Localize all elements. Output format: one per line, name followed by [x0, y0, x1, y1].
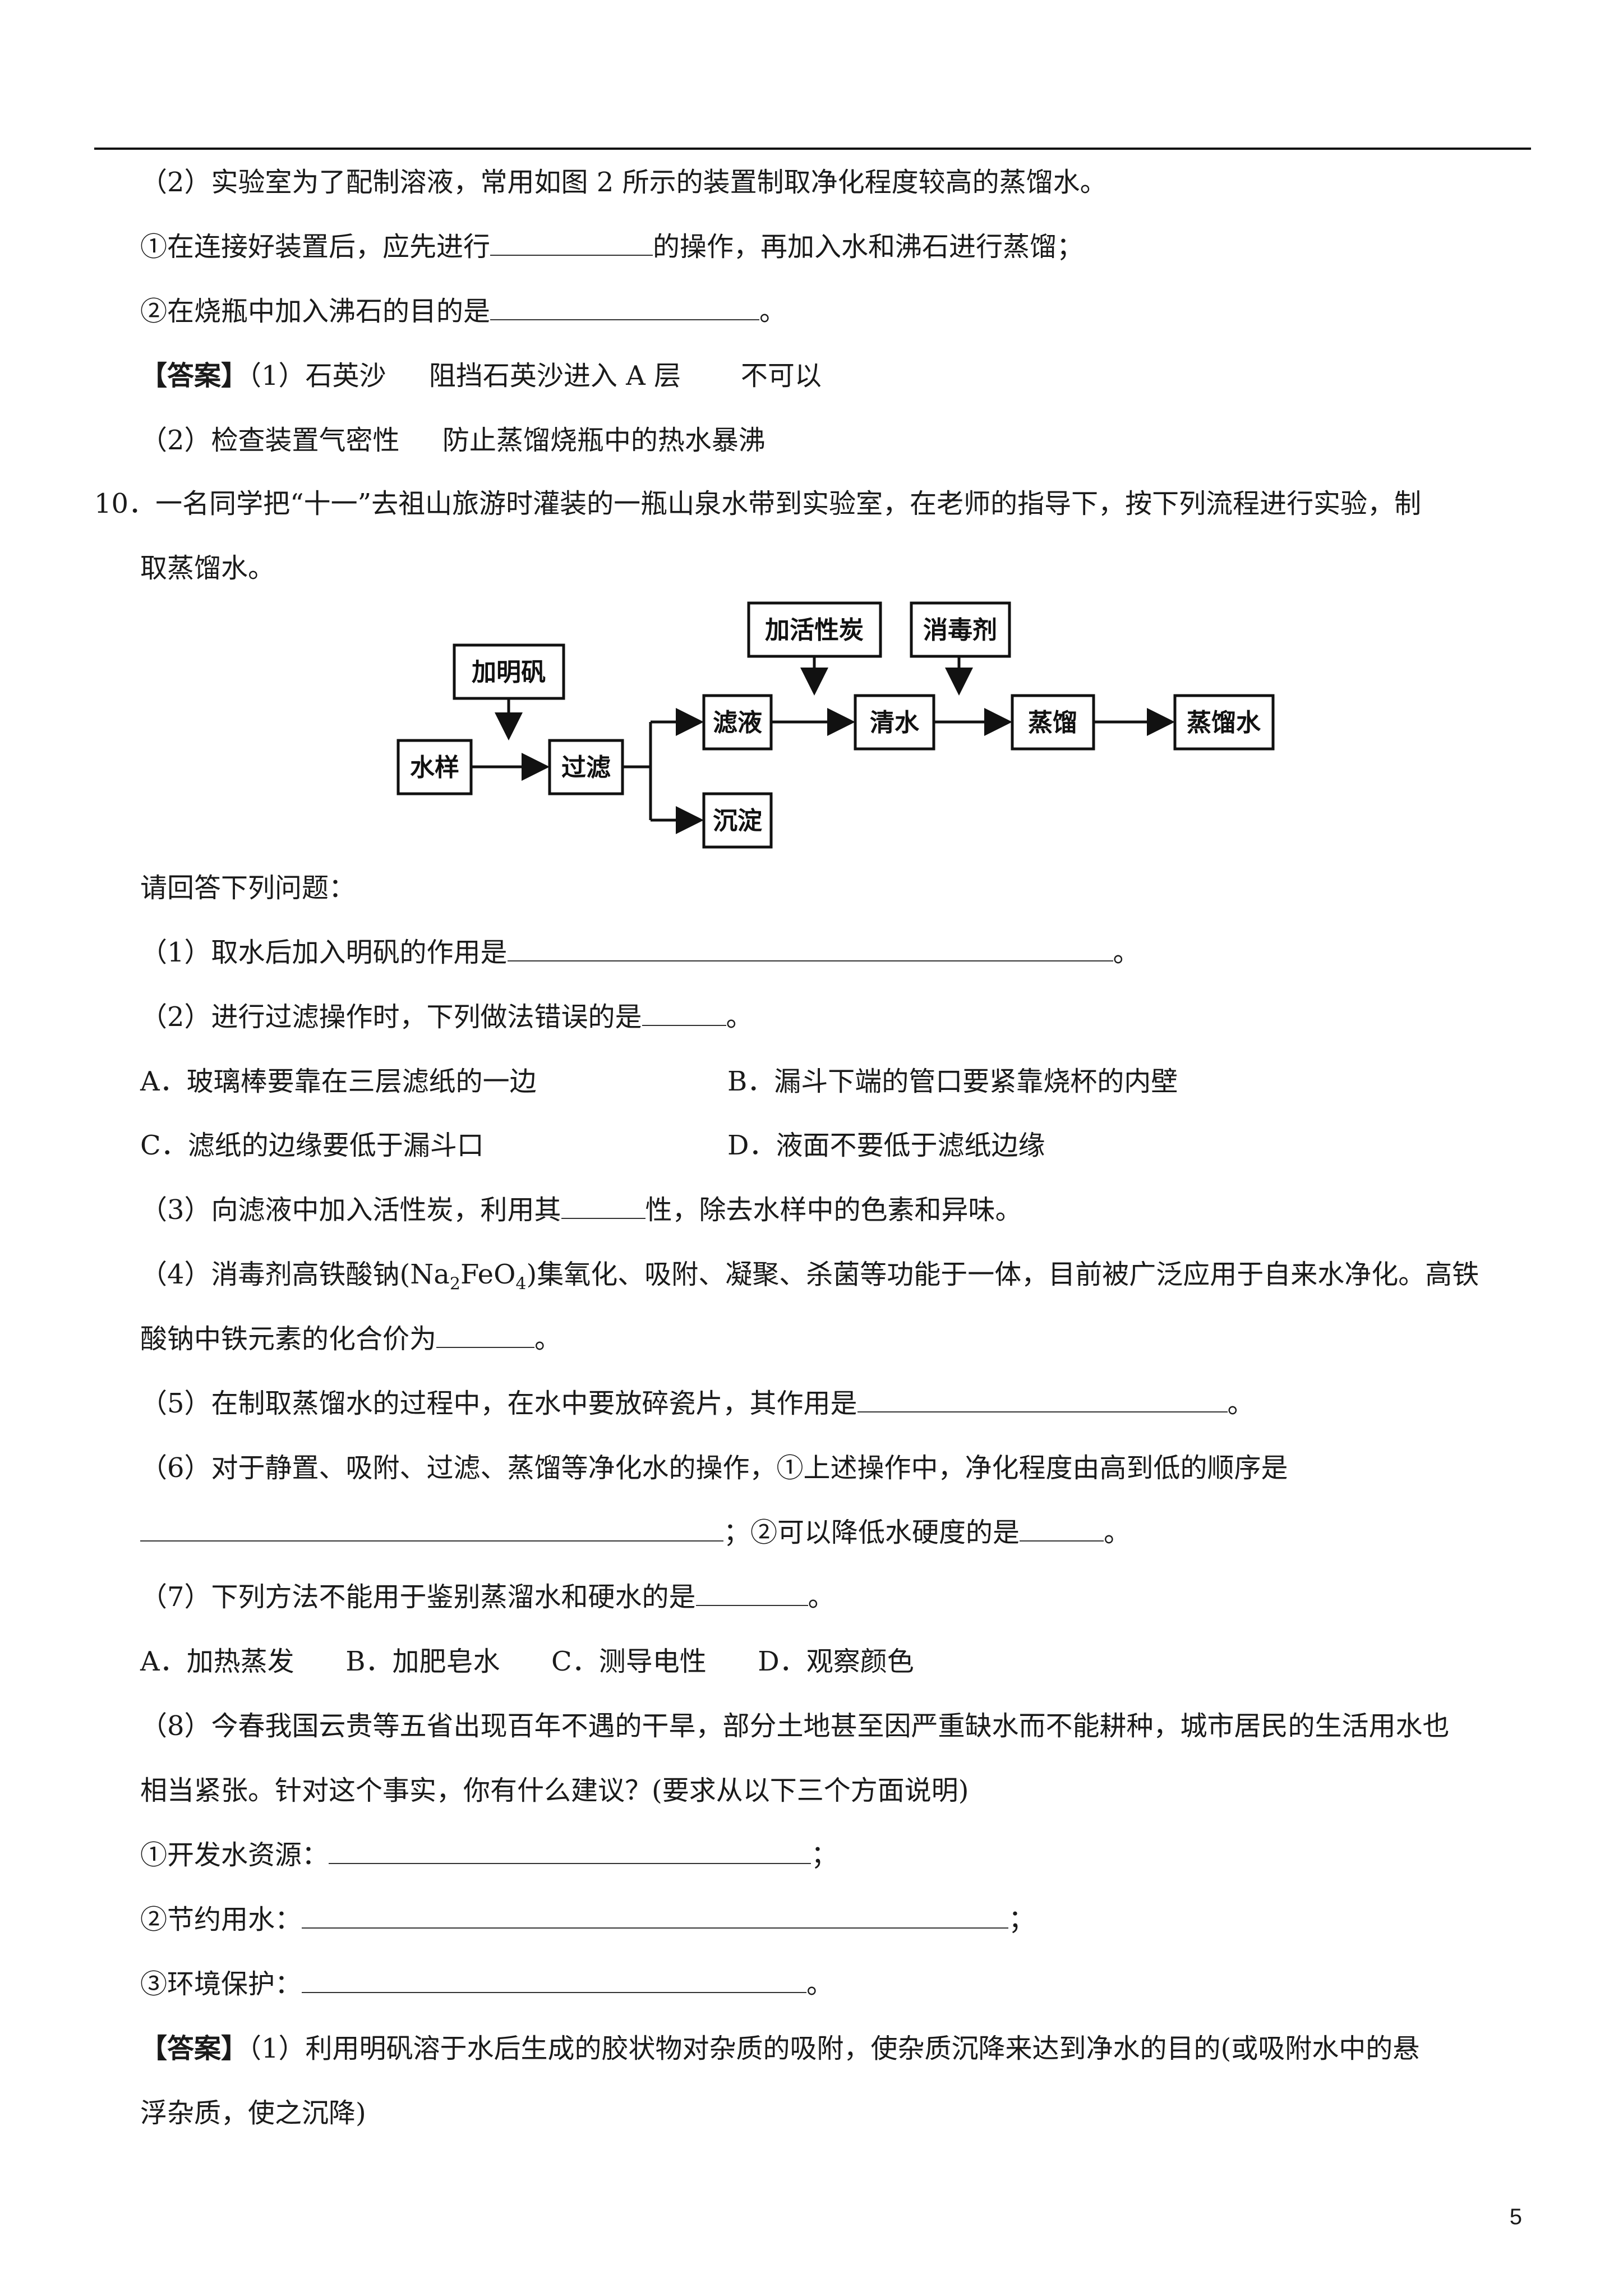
page-number: 5 [1509, 2205, 1522, 2229]
q10-part8-b: ②节约用水：； [140, 1904, 1036, 1935]
answer-blank[interactable] [857, 1389, 1228, 1412]
label-filter: 过滤 [561, 753, 611, 782]
q10-part8-line1: （8）今春我国云贵等五省出现百年不遇的干旱，部分土地甚至因严重缺水而不能耕种，城… [140, 1710, 1450, 1742]
label-disinfectant: 消毒剂 [923, 616, 997, 645]
answer-blank[interactable] [507, 938, 1113, 961]
answer-blank[interactable] [436, 1324, 535, 1348]
answer-blank[interactable] [642, 1002, 726, 1026]
q10-part1: （1）取水后加入明矾的作用是。 [140, 937, 1140, 968]
q10-part7-options: A．加热蒸发 B．加肥皂水 C．测导电性 D．观察颜色 [140, 1646, 914, 1677]
q10-part8-c: ③环境保护：。 [140, 1968, 834, 2000]
answer-blank[interactable] [302, 1905, 1009, 1929]
q10-answer-line1: 【答案】（1）利用明矾溶于水后生成的胶状物对杂质的吸附，使杂质沉降来达到净水的目… [140, 2033, 1420, 2064]
q9-answer-line1: 【答案】（1）石英沙 阻挡石英沙进入 A 层 不可以 [140, 360, 822, 392]
q10-part7: （7）下列方法不能用于鉴别蒸溜水和硬水的是。 [140, 1581, 835, 1613]
q10-part6-line2: ；②可以降低水硬度的是。 [140, 1516, 1131, 1549]
q10-part4-line1: （4）消毒剂高铁酸钠(Na2FeO4)集氧化、吸附、凝聚、杀菌等功能于一体，目前… [140, 1259, 1479, 1294]
option-a: A．玻璃棒要靠在三层滤纸的一边 [140, 1066, 537, 1097]
answer-blank[interactable] [561, 1195, 645, 1219]
box-distilled-water [1173, 694, 1275, 751]
answer-blank[interactable] [140, 1518, 723, 1542]
q10-part2: （2）进行过滤操作时，下列做法错误的是。 [140, 1001, 753, 1033]
answer-blank[interactable] [302, 1970, 807, 1993]
q10-prompt: 请回答下列问题： [140, 872, 356, 904]
label-distill: 蒸馏 [1028, 708, 1077, 737]
q9-step1: ①在连接好装置后，应先进行的操作，再加入水和沸石进行蒸馏； [140, 231, 1084, 263]
q9-step2: ②在烧瓶中加入沸石的目的是。 [140, 296, 787, 327]
q10-stem-line1: 10．一名同学把“十一”去祖山旅游时灌装的一瓶山泉水带到实验室，在老师的指导下，… [94, 488, 1422, 519]
answer-blank[interactable] [695, 1582, 808, 1606]
q9-answer-line2: （2）检查装置气密性 防止蒸馏烧瓶中的热水暴沸 [140, 425, 766, 456]
process-flow-diagram: 加明矾 水样 过滤 滤液 沉淀 加活性炭 清水 消毒剂 蒸馏 蒸馏水 [396, 601, 1275, 849]
option-b: B．漏斗下端的管口要紧靠烧杯的内壁 [727, 1066, 1178, 1097]
q10-part8-line2: 相当紧张。针对这个事实，你有什么建议？(要求从以下三个方面说明) [140, 1775, 969, 1806]
q10-part5: （5）在制取蒸馏水的过程中，在水中要放碎瓷片，其作用是。 [140, 1388, 1255, 1419]
box-precipitate [702, 792, 773, 849]
label-filtrate: 滤液 [713, 708, 762, 737]
q10-part8-a: ①开发水资源：； [140, 1839, 838, 1871]
option-c: C．滤纸的边缘要低于漏斗口 [140, 1130, 484, 1161]
label-distilled-water: 蒸馏水 [1187, 708, 1261, 737]
q10-part4-line2: 酸钠中铁元素的化合价为。 [140, 1323, 562, 1355]
label-clear-water: 清水 [870, 708, 920, 737]
q9-part2-intro: （2）实验室为了配制溶液，常用如图 2 所示的装置制取净化程度较高的蒸馏水。 [140, 167, 1107, 198]
answer-blank[interactable] [490, 232, 653, 256]
label-activated-carbon: 加活性炭 [765, 616, 864, 645]
option-d: D．液面不要低于滤纸边缘 [727, 1130, 1045, 1161]
q10-part3: （3）向滤液中加入活性炭，利用其性，除去水样中的色素和异味。 [140, 1194, 1022, 1226]
label-alum: 加明矾 [472, 658, 546, 687]
answer-blank[interactable] [1020, 1518, 1104, 1542]
answer-label: 【答案】 [140, 360, 248, 392]
label-water-sample: 水样 [410, 753, 459, 782]
header-rule [94, 148, 1531, 150]
q10-part6-line1: （6）对于静置、吸附、过滤、蒸馏等净化水的操作，①上述操作中，净化程度由高到低的… [140, 1452, 1288, 1484]
answer-blank[interactable] [329, 1841, 811, 1864]
answer-label: 【答案】 [140, 2033, 248, 2064]
answer-blank[interactable] [490, 297, 760, 320]
label-precipitate: 沉淀 [713, 807, 762, 835]
q10-stem-line2: 取蒸馏水。 [140, 553, 275, 584]
q10-answer-line2: 浮杂质，使之沉降) [140, 2097, 366, 2129]
